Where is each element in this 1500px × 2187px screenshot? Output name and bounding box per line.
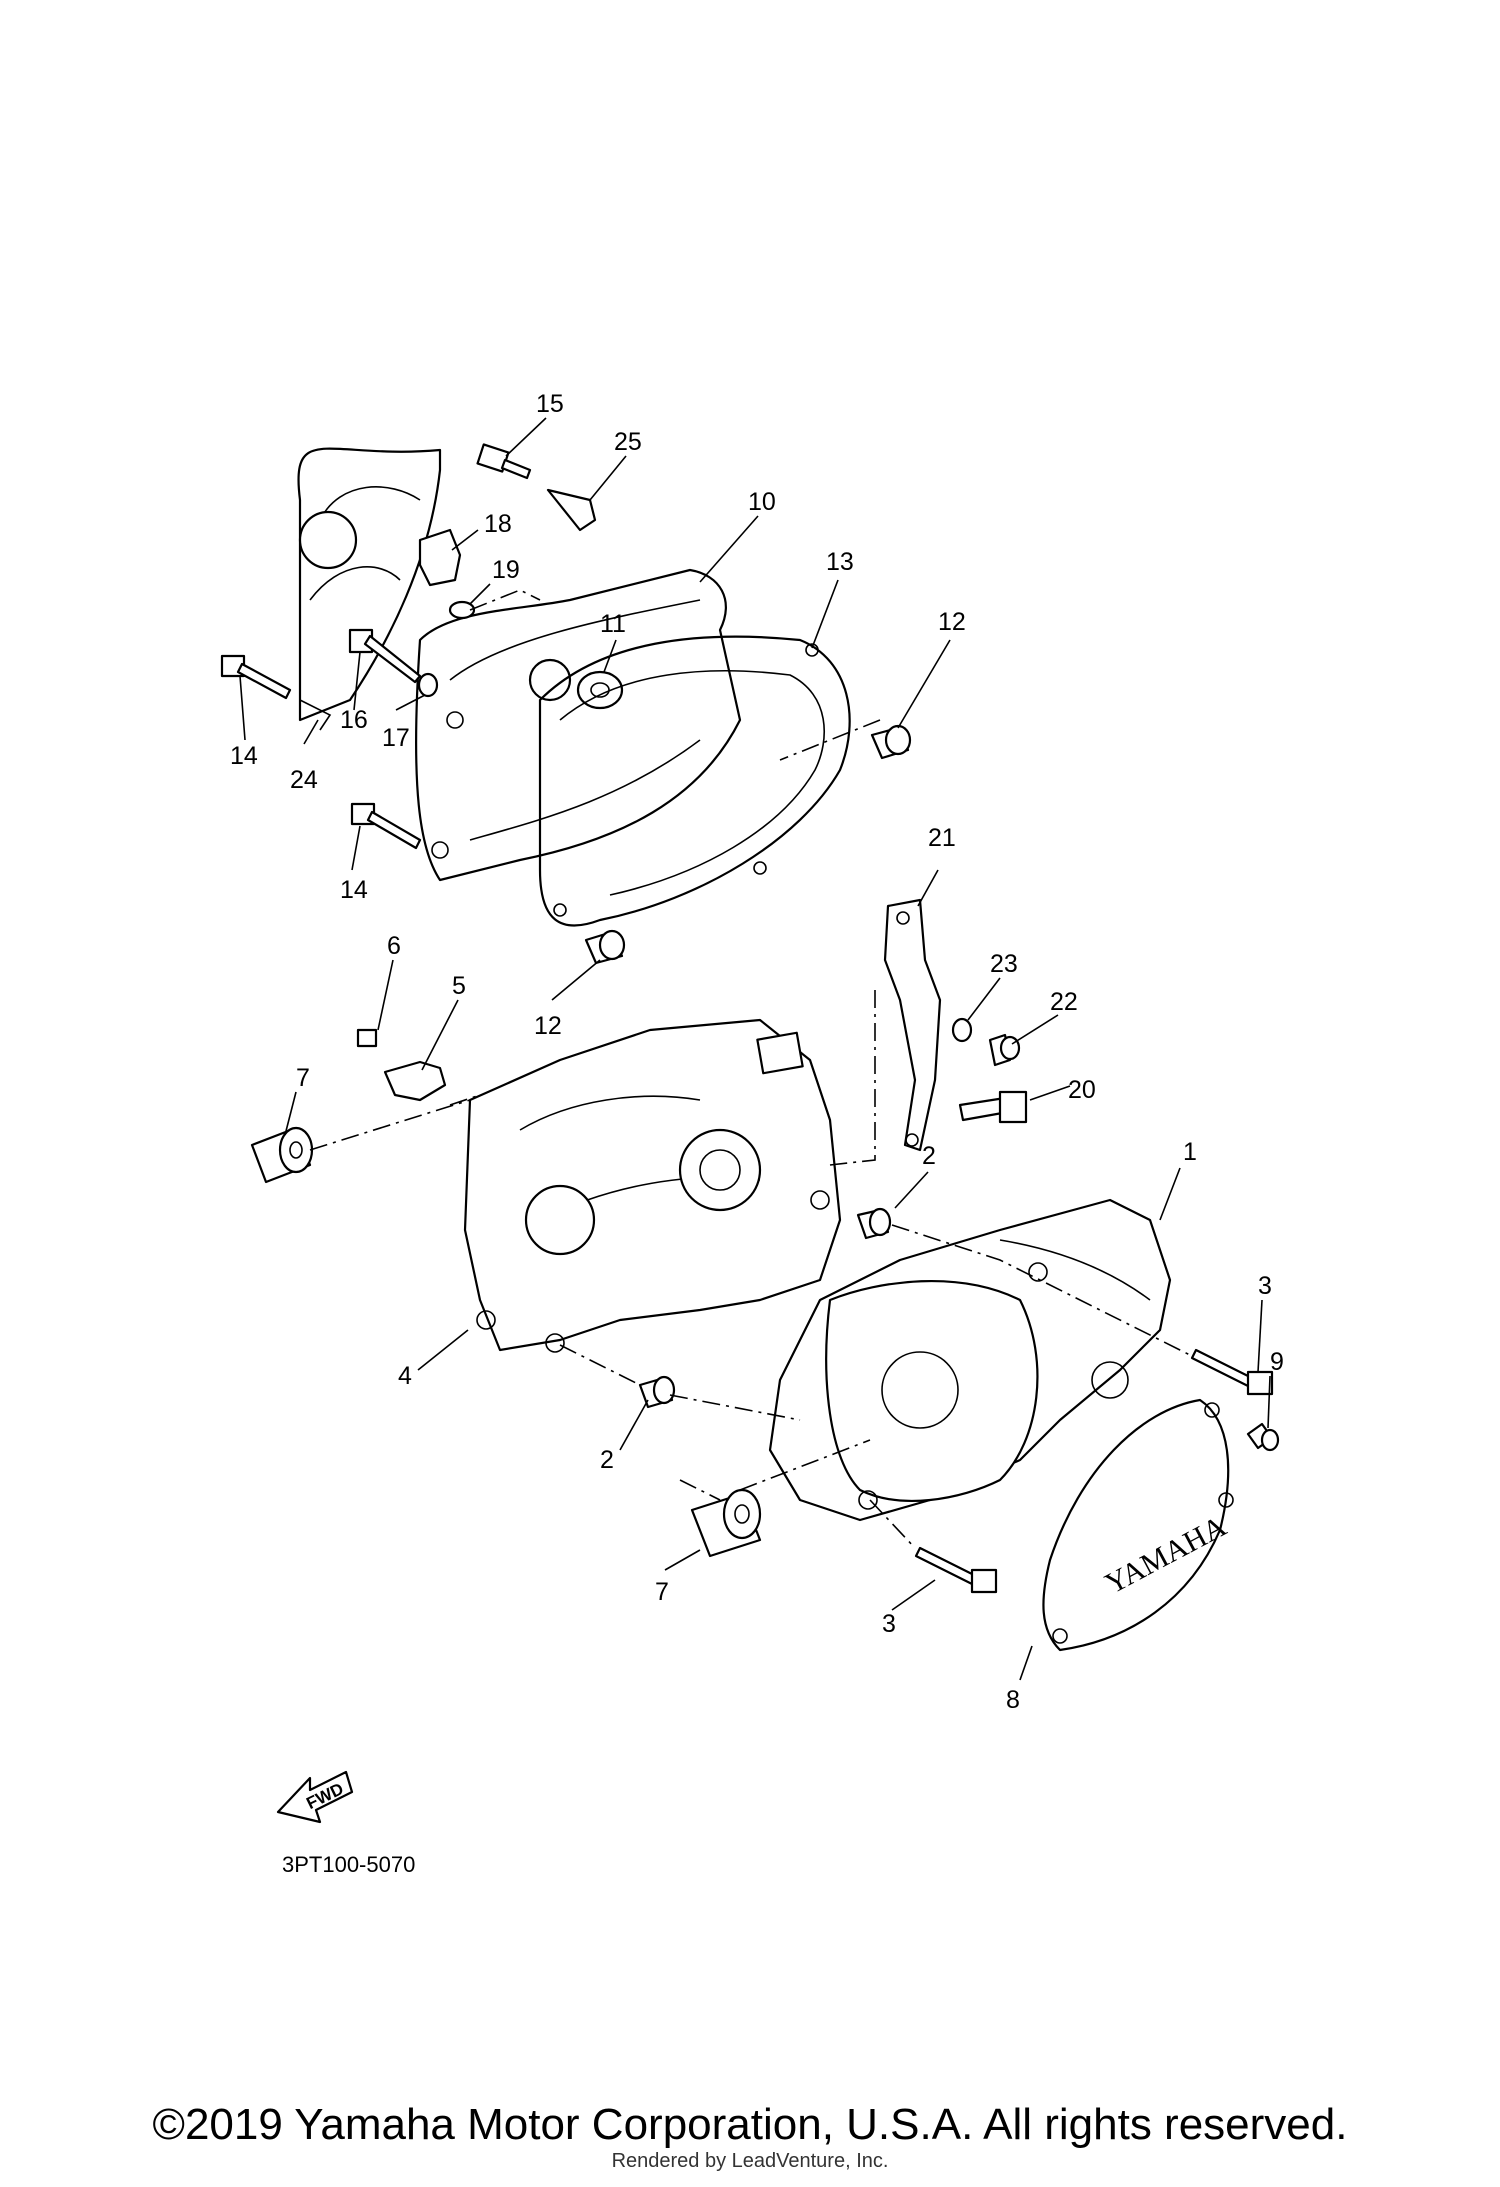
callout-labels: 1 2 2 3 3 4 5 6 7 7 8 9 10 11 12 12 13 1… xyxy=(230,390,1284,1714)
callout-9: 9 xyxy=(1270,1348,1284,1376)
callout-4: 4 xyxy=(398,1362,412,1390)
part-12-dowel-upper xyxy=(870,724,912,760)
part-12-dowel-lower xyxy=(584,929,626,965)
callout-20: 20 xyxy=(1068,1076,1096,1104)
callout-5: 5 xyxy=(452,972,466,1000)
assembly-lines xyxy=(309,589,1191,1549)
callout-7-left: 7 xyxy=(296,1064,310,1092)
callout-11: 11 xyxy=(600,610,626,638)
callout-8: 8 xyxy=(1006,1686,1020,1714)
leader-lines xyxy=(239,417,1271,1681)
callout-1: 1 xyxy=(1183,1138,1197,1166)
rendered-by-credit: Rendered by LeadVenture, Inc. xyxy=(611,2150,889,2172)
part-14-bolt-lower xyxy=(350,802,422,850)
part-15-bolt xyxy=(476,443,532,480)
part-17-washer xyxy=(417,672,439,698)
callout-3-upper: 3 xyxy=(1258,1272,1272,1300)
part-6-screw xyxy=(356,1028,378,1048)
callout-17: 17 xyxy=(382,724,410,752)
callout-23: 23 xyxy=(990,950,1018,978)
callout-22: 22 xyxy=(1050,988,1078,1016)
callout-2-lower: 2 xyxy=(600,1446,614,1474)
part-9-bolt xyxy=(1246,1422,1280,1452)
callout-16: 16 xyxy=(340,706,368,734)
part-23-washer xyxy=(951,1017,973,1043)
callout-2-upper: 2 xyxy=(922,1142,936,1170)
part-25-clip xyxy=(546,488,597,532)
part-3-bolt-upper xyxy=(1190,1348,1274,1396)
part-10-clutch-cover xyxy=(414,568,742,882)
part-13-gasket xyxy=(538,635,851,927)
part-16-bolt xyxy=(348,628,422,684)
part-7-bearing-right xyxy=(690,1488,762,1558)
callout-14-lower: 14 xyxy=(340,876,368,904)
copyright-notice: ©2019 Yamaha Motor Corporation, U.S.A. A… xyxy=(152,2100,1348,2149)
callout-13: 13 xyxy=(826,548,854,576)
callout-18: 18 xyxy=(484,510,512,538)
callout-7-right: 7 xyxy=(655,1578,669,1606)
callout-25: 25 xyxy=(614,428,642,456)
callout-24: 24 xyxy=(290,766,318,794)
part-11-bearing xyxy=(576,670,624,710)
callout-3-lower: 3 xyxy=(882,1610,896,1638)
part-4-crankcase-left xyxy=(463,1018,842,1353)
part-7-bearing-left xyxy=(250,1126,314,1184)
callout-12-upper: 12 xyxy=(938,608,966,636)
diagram-code: 3PT100-5070 xyxy=(282,1852,415,1877)
part-2-dowel-upper xyxy=(856,1207,892,1240)
part-14-bolt-upper xyxy=(220,654,292,700)
part-19-oring xyxy=(448,600,476,620)
part-21-bracket xyxy=(883,898,942,1152)
part-8-magneto-cover: YAMAHA xyxy=(1042,1398,1234,1652)
callout-12-lower: 12 xyxy=(534,1012,562,1040)
part-2-dowel-lower xyxy=(638,1375,676,1409)
callout-10: 10 xyxy=(748,488,776,516)
callout-21: 21 xyxy=(928,824,956,852)
part-20-bolt xyxy=(958,1090,1028,1124)
callout-14-upper: 14 xyxy=(230,742,258,770)
callout-15: 15 xyxy=(536,390,564,418)
fwd-arrow-icon: FWD xyxy=(276,1770,354,1824)
part-5-fork xyxy=(383,1060,447,1102)
part-22-bolt xyxy=(988,1033,1021,1067)
part-3-bolt-lower xyxy=(914,1546,998,1594)
callout-6: 6 xyxy=(387,932,401,960)
callout-19: 19 xyxy=(492,556,520,584)
part-24-plate xyxy=(297,447,442,731)
part-18-plug xyxy=(418,528,462,587)
